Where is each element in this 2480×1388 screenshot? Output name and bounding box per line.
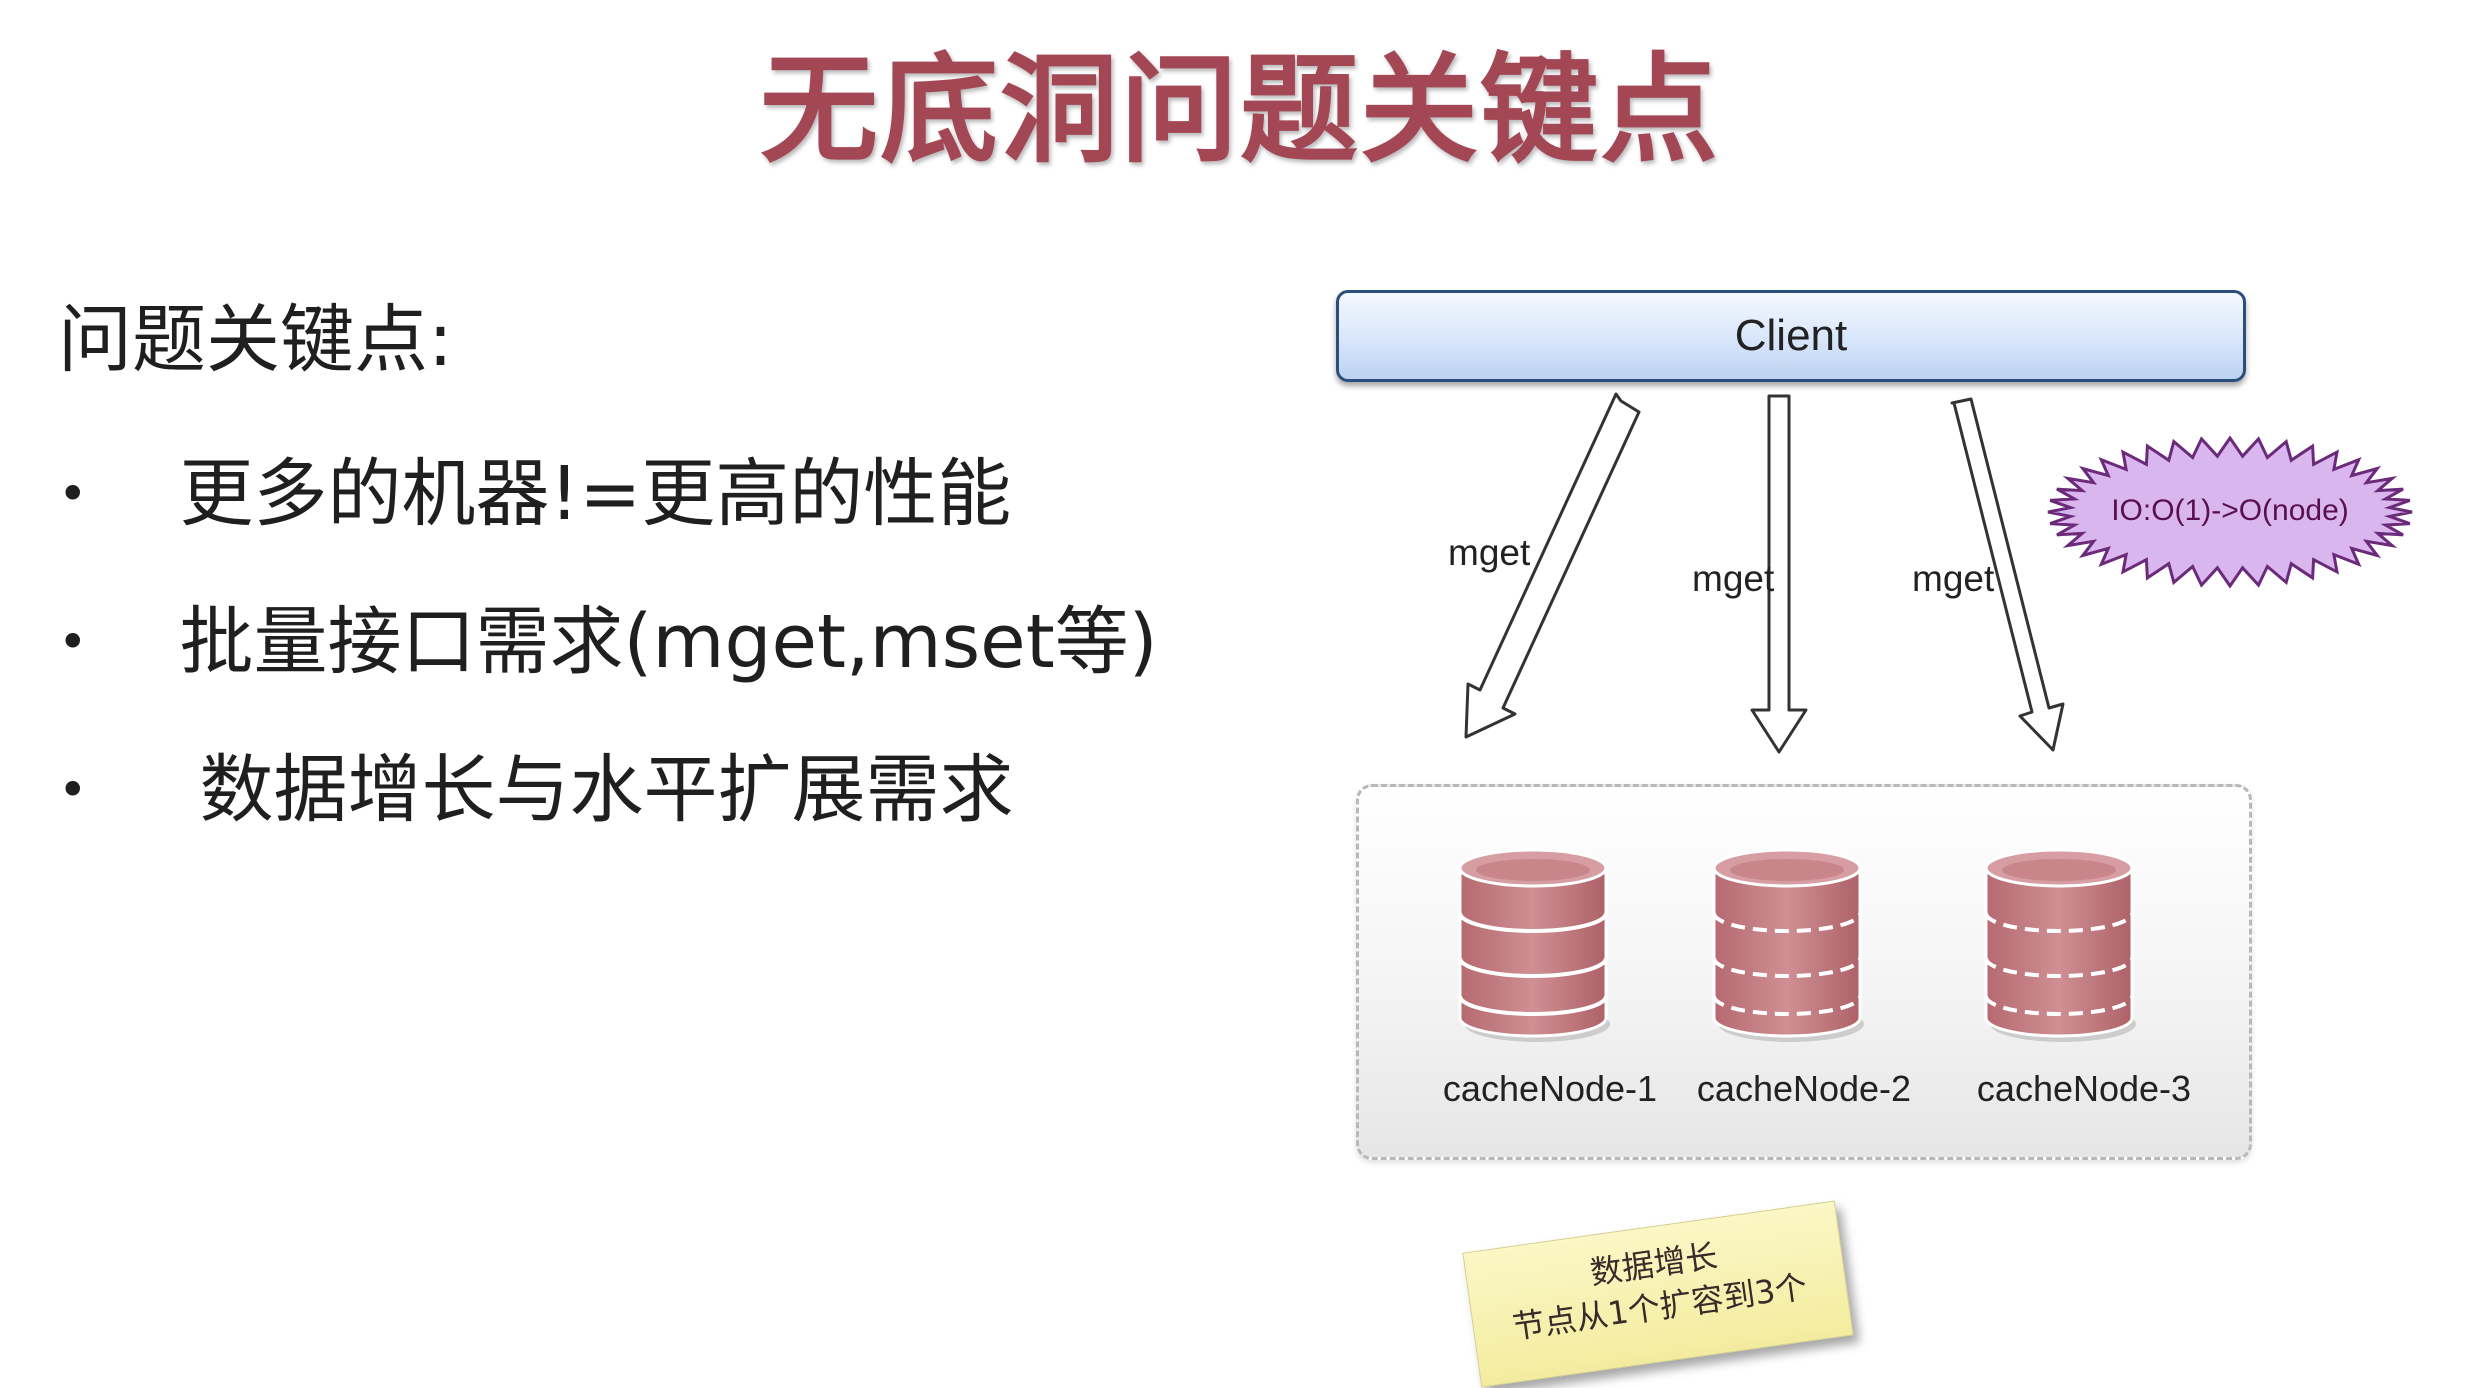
bullet-text: 数据增长与水平扩展需求 [199, 747, 1014, 834]
cache-node-3-label: cacheNode-3 [1976, 1068, 2192, 1109]
cache-node-2-database-icon [1712, 848, 1864, 1042]
bullet-text: 批量接口需求(mget,mset等) [179, 599, 1158, 686]
client-box: Client [1336, 290, 2246, 382]
slide-title: 无底洞问题关键点 [759, 41, 1720, 179]
mget-label-2: mget [1692, 558, 1775, 599]
mget-arrow-2 [1750, 394, 1808, 754]
mget-label-3: mget [1912, 558, 1995, 599]
bullet-dot: • [58, 613, 88, 672]
mget-arrow-3 [1950, 397, 2065, 752]
bullet-dot: • [58, 761, 88, 820]
bullet-item-data-growth: • 数据增长与水平扩展需求 [58, 742, 1014, 835]
cache-node-1-database-icon [1458, 848, 1610, 1042]
bullet-dot: • [58, 465, 88, 524]
bullet-item-batch-api: • 批量接口需求(mget,mset等) [58, 594, 1158, 687]
bullet-text: 更多的机器!=更高的性能 [179, 451, 1012, 538]
io-complexity-burst [2047, 435, 2413, 589]
mget-arrow-1 [1464, 392, 1641, 739]
cache-node-3-database-icon [1984, 848, 2136, 1042]
bullet-item-more-machines: • 更多的机器!=更高的性能 [58, 446, 1011, 539]
io-complexity-label: IO:O(1)->O(node) [2111, 494, 2349, 527]
cache-node-1-label: cacheNode-1 [1442, 1068, 1658, 1109]
key-points-heading: 问题关键点: [58, 297, 453, 383]
mget-label-1: mget [1448, 532, 1531, 573]
cache-node-2-label: cacheNode-2 [1696, 1068, 1912, 1109]
